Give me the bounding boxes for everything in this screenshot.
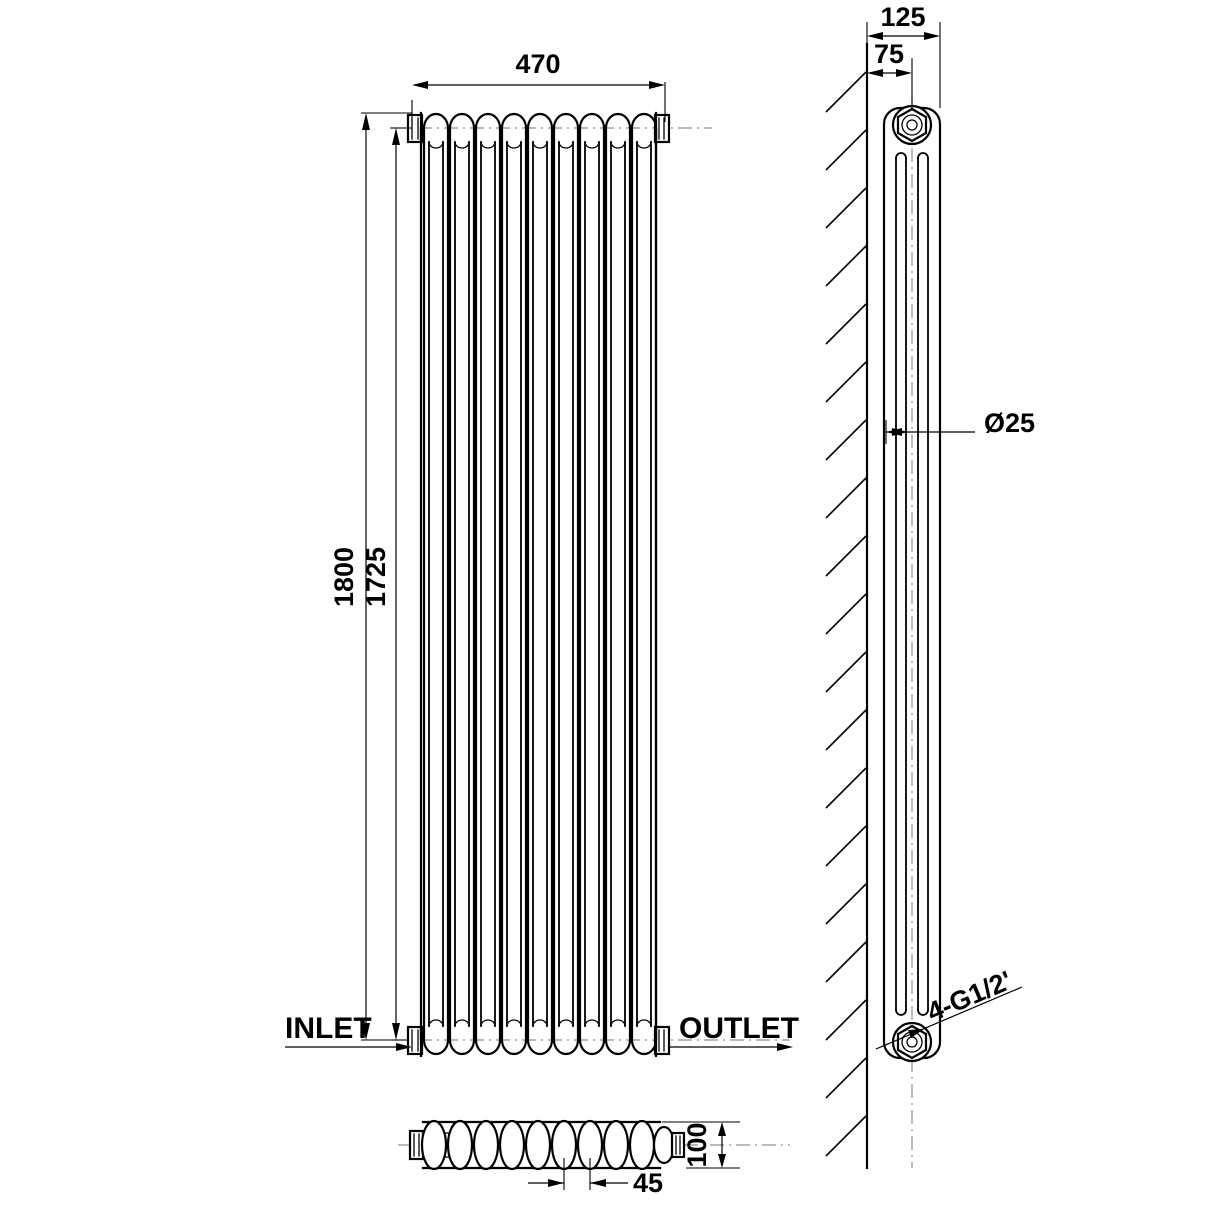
inlet-label: INLET [285,1012,372,1045]
plan-section [420,1119,448,1171]
dim-label-height-overall: 1800 [329,547,359,607]
radiator-columns [422,112,658,1056]
dim-label-wall-to-center: 75 [874,39,904,69]
plan-section [446,1119,474,1171]
radiator-column [604,112,632,1056]
side-tube-left-top [895,152,907,159]
radiator-column [630,112,658,1056]
dim-label-depth: 100 [682,1122,712,1167]
side-tube-right-bottom [917,1009,929,1016]
dimension-height-1725: 1725 [361,127,412,1041]
dimension-wall-to-front-125: 125 [866,2,941,108]
dim-label-tube-diameter: Ø25 [984,408,1035,438]
bottom-valve-connection [891,1021,933,1063]
dimension-height-1800: 1800 [329,112,412,1041]
outlet-annotation: OUTLET [669,1012,799,1051]
inlet-annotation: INLET [285,1012,412,1051]
front-elevation-view: 470 1800 1725 INLET OUTLET [285,49,799,1058]
dim-label-pitch: 45 [633,1168,663,1198]
plan-section [524,1119,552,1171]
dimension-depth-100: 100 [662,1121,740,1169]
radiator-column [422,112,450,1056]
plan-section [472,1119,500,1171]
top-valve-connection [891,104,933,146]
radiator-column [500,112,528,1056]
dim-label-height-centers: 1725 [361,547,391,607]
outlet-label: OUTLET [679,1012,799,1045]
dimension-tube-diameter: Ø25 [885,408,1035,444]
plan-section [498,1119,526,1171]
wall-hatching [825,71,867,1157]
radiator-column [448,112,476,1056]
plan-sections [420,1119,676,1171]
side-section-view: 125 75 Ø25 4-G1/2' [825,2,1035,1170]
plan-right-endcap [670,1131,686,1159]
plan-section [602,1119,630,1171]
dimension-wall-to-center-75: 75 [867,39,913,108]
bottom-plan-view: 100 45 [398,1119,790,1198]
dim-label-width: 470 [515,49,560,79]
radiator-column [578,112,606,1056]
plan-section [628,1119,656,1171]
side-tube-right-top [917,152,929,159]
dimension-width-470: 470 [411,49,666,122]
radiator-column [526,112,554,1056]
radiator-column [552,112,580,1056]
dimension-pitch-45: 45 [528,1158,663,1198]
radiator-column [474,112,502,1056]
dim-label-wall-to-front: 125 [880,2,925,32]
plan-section-necks [445,1132,449,1158]
side-tube-left-bottom [895,1009,907,1016]
